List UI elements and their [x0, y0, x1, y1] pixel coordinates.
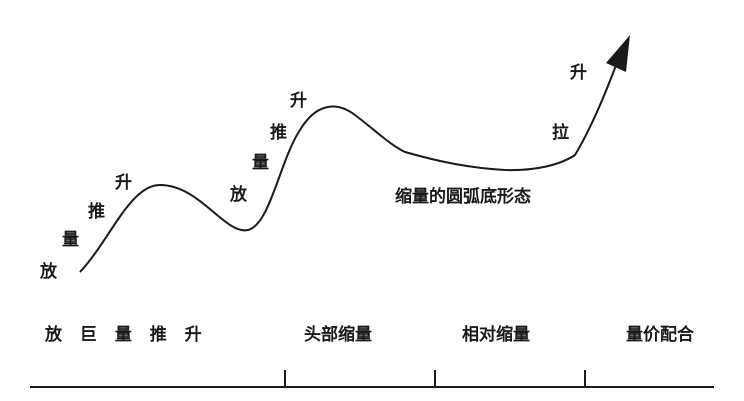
- price-curve: [79, 59, 619, 273]
- pattern-label: 缩量的圆弧底形态: [395, 186, 531, 207]
- phase-label-3: 相对缩量: [462, 324, 530, 345]
- second-rise-label-2: 量: [252, 152, 269, 173]
- final-rise-label-1: 拉: [552, 122, 569, 143]
- first-rise-label-3: 推: [88, 201, 105, 222]
- phase-label-2: 头部缩量: [304, 324, 372, 345]
- arrow-head-icon: [606, 35, 630, 72]
- first-rise-label-4: 升: [115, 173, 132, 193]
- phase-label-4: 量价配合: [626, 324, 695, 345]
- final-rise-label-2: 升: [570, 63, 587, 83]
- second-rise-label-1: 放: [229, 184, 248, 205]
- second-rise-label-4: 升: [290, 91, 307, 111]
- first-rise-label-1: 放: [39, 261, 58, 282]
- first-rise-label-2: 量: [62, 229, 79, 250]
- phase-label-1: 放 巨 量 推 升: [44, 324, 208, 345]
- second-rise-label-3: 推: [270, 122, 287, 143]
